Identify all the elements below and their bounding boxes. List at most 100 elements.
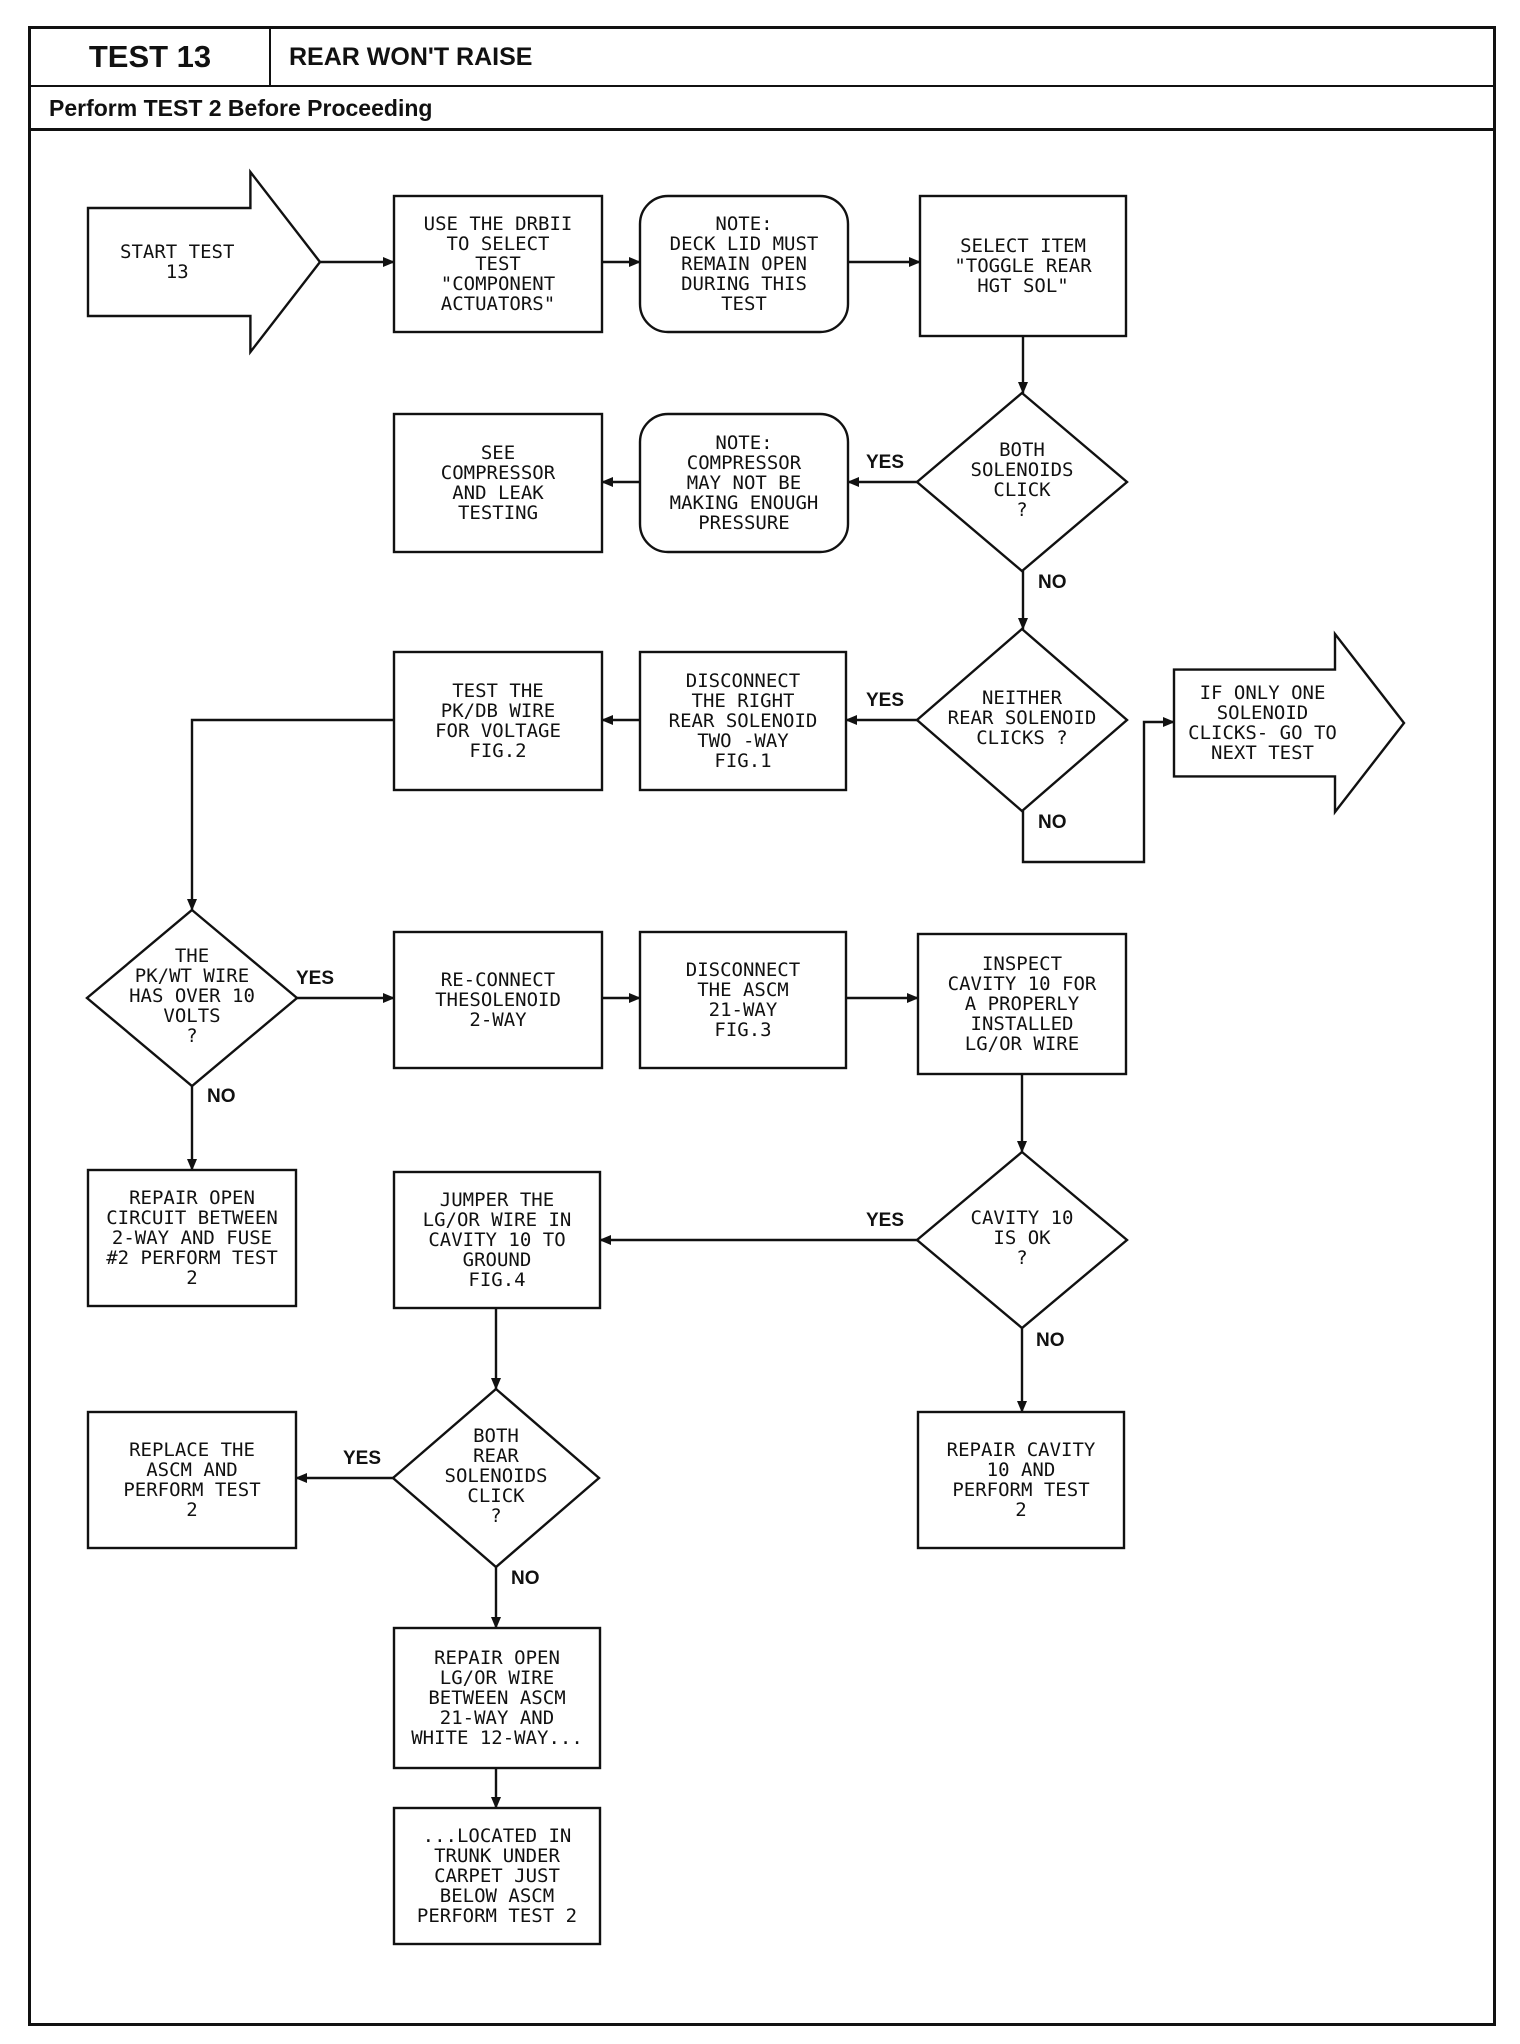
node-text: BOTH (999, 439, 1045, 461)
branch-label-yes: YES (866, 1210, 904, 1231)
node-text: CLICKS- GO TO (1188, 722, 1337, 744)
node-text: CLICKS ? (976, 727, 1068, 749)
node-text: AND LEAK (452, 482, 544, 504)
node-text: ...LOCATED IN (423, 1825, 572, 1847)
node-text: REPAIR OPEN (129, 1187, 255, 1209)
branch-label-yes: YES (343, 1448, 381, 1469)
node-text: SOLENOID (1217, 702, 1309, 724)
node-text: FOR VOLTAGE (435, 720, 561, 742)
node-text: INSPECT (982, 953, 1062, 975)
node-text: ACTUATORS" (441, 293, 555, 315)
node-text: GROUND (463, 1249, 532, 1271)
node-text: ? (1016, 499, 1027, 521)
node-text: MAKING ENOUGH (670, 492, 819, 514)
node-text: 10 AND (987, 1459, 1056, 1481)
branch-label-no: NO (207, 1086, 236, 1107)
node-text: THESOLENOID (435, 989, 561, 1011)
node-text: "TOGGLE REAR (954, 255, 1092, 277)
node-text: RE-CONNECT (441, 969, 555, 991)
branch-label-yes: YES (866, 690, 904, 711)
node-text: PK/DB WIRE (441, 700, 555, 722)
node-text: START TEST (120, 241, 234, 263)
node-text: IS OK (993, 1227, 1051, 1249)
node-text: TEST (721, 293, 767, 315)
node-text: REAR SOLENOID (669, 710, 818, 732)
node-text: HAS OVER 10 (129, 985, 255, 1007)
node-text: USE THE DRBII (424, 213, 573, 235)
node-text: SELECT ITEM (960, 235, 1086, 257)
node-text: FIG.1 (714, 750, 771, 772)
node-text: NEXT TEST (1211, 742, 1314, 764)
node-text: REAR (473, 1445, 519, 1467)
node-text: THE (175, 945, 209, 967)
node-text: TEST (475, 253, 521, 275)
node-text: DURING THIS (681, 273, 807, 295)
header-row: TEST 13 REAR WON'T RAISE (31, 29, 1493, 87)
node-text: 21-WAY (709, 999, 778, 1021)
node-text: CAVITY 10 (971, 1207, 1074, 1229)
node-text: REPAIR OPEN (434, 1647, 560, 1669)
node-text: CLICK (993, 479, 1051, 501)
node-text: 2 (1015, 1499, 1026, 1521)
node-text: NOTE: (715, 432, 772, 454)
node-text: PRESSURE (698, 512, 790, 534)
node-text: FIG.3 (714, 1019, 771, 1041)
node-text: BELOW ASCM (440, 1885, 554, 1907)
node-text: CAVITY 10 FOR (948, 973, 1097, 995)
node-text: REPAIR CAVITY (947, 1439, 1096, 1461)
node-text: REAR SOLENOID (948, 707, 1097, 729)
node-text: CAVITY 10 TO (428, 1229, 565, 1251)
connectors (187, 257, 1175, 1809)
node-text: SOLENOIDS (445, 1465, 548, 1487)
node-text: LG/OR WIRE (965, 1033, 1079, 1055)
prerequisite-row: Perform TEST 2 Before Proceeding (31, 87, 1493, 131)
branch-label-no: NO (1036, 1330, 1065, 1351)
node-text: A PROPERLY (965, 993, 1080, 1015)
node-text: LG/OR WIRE (440, 1667, 554, 1689)
branch-label-yes: YES (866, 452, 904, 473)
node-text: 2 (186, 1499, 197, 1521)
node-text: FIG.4 (468, 1269, 525, 1291)
node-text: COMPRESSOR (441, 462, 556, 484)
node-text: FIG.2 (469, 740, 526, 762)
node-text: CIRCUIT BETWEEN (106, 1207, 278, 1229)
node-text: NOTE: (715, 213, 772, 235)
node-text: INSTALLED (971, 1013, 1074, 1035)
page-frame: TEST 13 REAR WON'T RAISE Perform TEST 2 … (28, 26, 1496, 2026)
node-text: TEST THE (452, 680, 544, 702)
node-text: WHITE 12-WAY... (411, 1727, 583, 1749)
prerequisite-note: Perform TEST 2 Before Proceeding (49, 94, 433, 121)
node-text: 2 (186, 1267, 197, 1289)
node-text: ? (186, 1025, 197, 1047)
node-text: REMAIN OPEN (681, 253, 807, 275)
node-text: CARPET JUST (434, 1865, 560, 1887)
node-text: "COMPONENT (441, 273, 555, 295)
node-text: HGT SOL" (977, 275, 1069, 297)
node-text: BETWEEN ASCM (428, 1687, 565, 1709)
node-text: TESTING (458, 502, 538, 524)
node-text: 2-WAY (469, 1009, 527, 1031)
node-text: VOLTS (163, 1005, 220, 1027)
node-text: SEE (481, 442, 515, 464)
